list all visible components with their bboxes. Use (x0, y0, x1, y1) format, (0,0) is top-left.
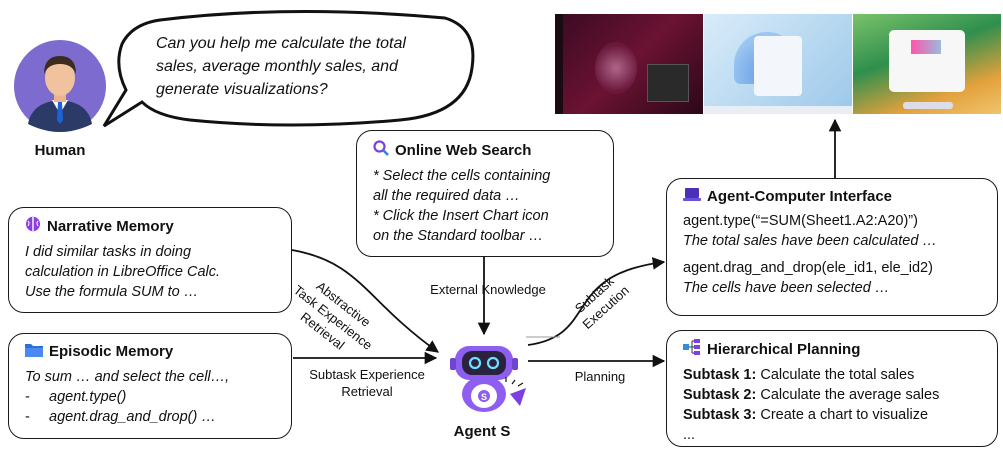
screenshot-ubuntu (555, 14, 703, 114)
list-item: Subtask 3: Create a chart to visualize (683, 407, 929, 423)
magnifier-icon (373, 140, 389, 160)
laptop-icon (683, 187, 701, 206)
episodic-memory-box: Episodic Memory To sum … and select the … (8, 333, 292, 439)
narrative-memory-box: Narrative Memory I did similar tasks in … (8, 207, 292, 313)
list-item: Subtask 2: Calculate the average sales (683, 387, 940, 403)
edge-label-external-knowledge: External Knowledge (430, 282, 546, 297)
list-item: -agent.drag_and_drop() … (25, 409, 216, 425)
web-search-box: Online Web Search * Select the cells con… (356, 130, 614, 257)
planning-title: Hierarchical Planning (707, 340, 861, 358)
arrow-abstractive-retrieval (291, 249, 440, 353)
hierarchy-icon (683, 339, 701, 359)
list-item: Subtask 1: Calculate the total sales (683, 367, 915, 383)
edge-label-planning: Planning (574, 369, 626, 384)
human-avatar (14, 40, 106, 132)
speech-bubble (102, 9, 475, 128)
screenshot-macos (853, 14, 1001, 114)
web-search-title: Online Web Search (395, 141, 532, 159)
aci-box: Agent-Computer Interface agent.type(“=SU… (666, 178, 998, 316)
edge-label-subtask-experience: Subtask Experience Retrieval (309, 367, 425, 399)
svg-text:S: S (481, 392, 487, 402)
episodic-memory-title: Episodic Memory (49, 343, 174, 360)
brain-icon (25, 216, 41, 236)
planning-box: Hierarchical Planning Subtask 1: Calcula… (666, 330, 998, 447)
human-label: Human (34, 142, 86, 159)
speech-text: Can you help me calculate the total sale… (156, 35, 406, 98)
list-item: -agent.type() (25, 389, 127, 405)
aci-title: Agent-Computer Interface (707, 188, 893, 205)
agent-label: Agent S (453, 423, 511, 440)
screenshot-windows (704, 14, 852, 114)
agent-robot-icon: S (440, 336, 532, 416)
narrative-memory-title: Narrative Memory (47, 217, 174, 235)
arrow-subtask-execution (527, 257, 666, 346)
folder-icon (25, 342, 43, 361)
